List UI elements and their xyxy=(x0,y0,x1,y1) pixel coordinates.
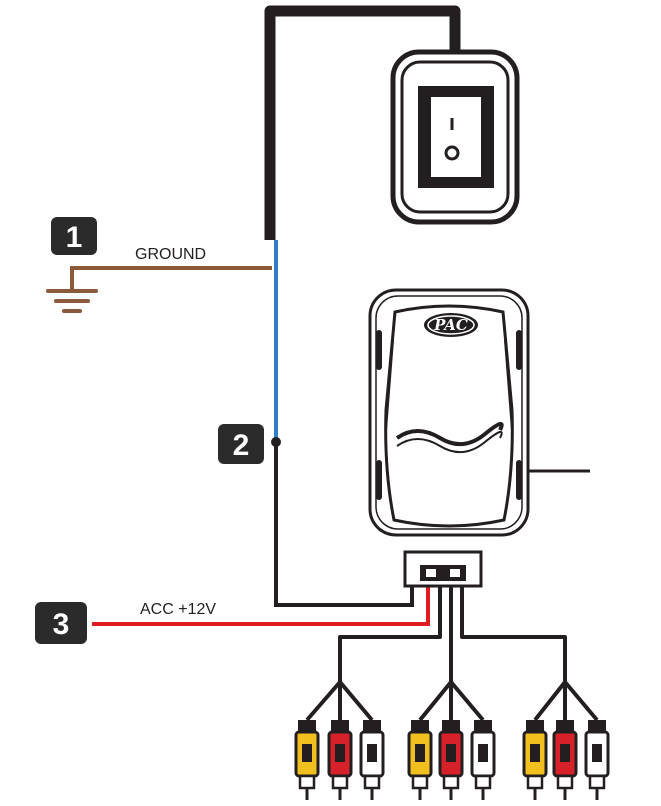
rca-plug-white-1 xyxy=(359,720,385,800)
ground-wire xyxy=(70,266,272,290)
acc-wire xyxy=(92,585,430,626)
rca-plug-red-3 xyxy=(552,720,578,800)
rca-plug-white-2 xyxy=(470,720,496,800)
pac-logo-text: PAC xyxy=(433,316,468,334)
sense-junction-dot xyxy=(271,437,281,447)
badge-3-text: 3 xyxy=(53,608,70,641)
badge-1-text: 1 xyxy=(66,221,83,254)
rca-plug-red-2 xyxy=(438,720,464,800)
rca-plug-yellow-1 xyxy=(294,720,320,800)
sense-output-wire xyxy=(274,442,414,607)
switch-icon xyxy=(390,49,520,225)
acc-label: ACC +12V xyxy=(140,601,216,618)
rca-plug-yellow-2 xyxy=(407,720,433,800)
badge-2-text: 2 xyxy=(233,429,250,462)
rca-plug-red-1 xyxy=(327,720,353,800)
pac-logo: PAC xyxy=(424,313,478,337)
ground-symbol-icon xyxy=(46,289,98,313)
badge-2: 2 xyxy=(218,424,264,464)
rca-plug-yellow-3 xyxy=(522,720,548,800)
badge-1: 1 xyxy=(51,217,97,255)
switch-cable xyxy=(264,5,461,240)
badge-3: 3 xyxy=(35,602,87,644)
ground-label: GROUND xyxy=(135,246,206,263)
module-connector xyxy=(403,550,483,588)
rca-plug-white-3 xyxy=(584,720,610,800)
interface-module xyxy=(368,288,590,537)
rca-harness xyxy=(305,586,599,722)
